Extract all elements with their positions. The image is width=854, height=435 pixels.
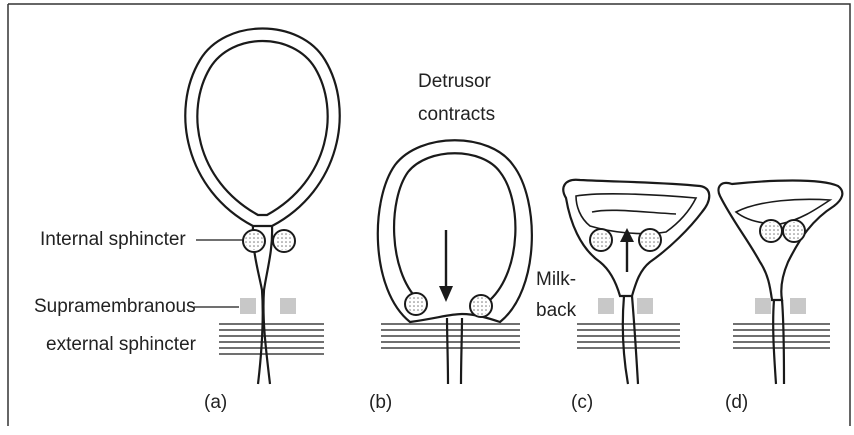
label-internal-sphincter: Internal sphincter	[40, 228, 186, 251]
panel-label-c: (c)	[571, 392, 593, 414]
label-contracts: contracts	[418, 103, 495, 126]
panel-label-d: (d)	[725, 392, 748, 414]
panel-d-pelvic-floor	[733, 324, 830, 348]
panel-c-pelvic-floor	[577, 324, 680, 348]
panel-label-b: (b)	[369, 392, 392, 414]
panel-a-internal-sphincter	[243, 230, 295, 252]
panel-a-pelvic-floor	[219, 324, 324, 354]
panel-d-bladder	[719, 181, 843, 385]
panel-a-external-sphincter	[240, 298, 296, 314]
label-detrusor: Detrusor	[418, 70, 491, 93]
label-external-sphincter: external sphincter	[46, 333, 196, 356]
label-supramembranous: Supramembranous	[34, 295, 196, 318]
panel-c-bladder	[563, 180, 709, 384]
panel-a-bladder	[185, 29, 339, 385]
panel-b-pelvic-floor	[381, 324, 520, 348]
label-milk: Milk-	[536, 268, 576, 291]
panel-label-a: (a)	[204, 392, 227, 414]
label-back: back	[536, 299, 576, 322]
panel-c-external-sphincter	[598, 298, 653, 314]
